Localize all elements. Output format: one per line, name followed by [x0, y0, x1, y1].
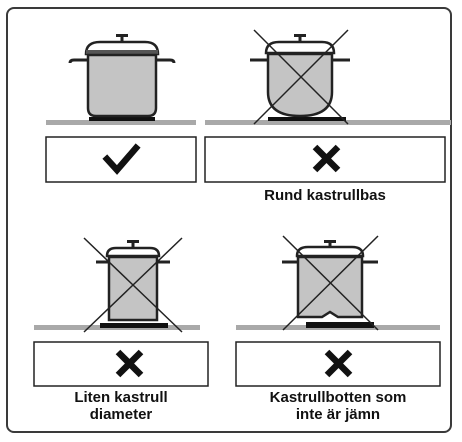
pot — [96, 240, 170, 322]
hob-surface — [205, 120, 451, 125]
panel-uneven-base — [235, 235, 441, 387]
cross-mark-icon — [312, 144, 341, 173]
caption-small-diameter: Liten kastrull diameter — [74, 389, 168, 423]
pot — [250, 34, 350, 118]
pot — [282, 240, 378, 319]
hob-surface — [46, 120, 196, 125]
hob-zone — [89, 117, 155, 121]
status-box — [33, 341, 209, 387]
cross-mark-icon — [115, 349, 144, 378]
pot — [68, 34, 176, 118]
cross-line — [83, 237, 183, 333]
cross-line — [253, 29, 349, 125]
figure-frame — [6, 7, 452, 433]
hob-zone — [100, 323, 168, 328]
status-box — [45, 136, 197, 183]
panel-correct — [45, 34, 197, 183]
cross-mark-icon — [324, 349, 353, 378]
caption-round-base: Rund kastrullbas — [264, 187, 386, 204]
panel-small-diameter — [33, 237, 209, 387]
hob-zone — [268, 117, 346, 121]
hob-zone — [306, 322, 374, 328]
check-mark-icon — [102, 143, 141, 175]
panel-round-base — [204, 29, 451, 183]
caption-uneven-base: Kastrullbotten som inte är jämn — [269, 389, 407, 423]
cross-line — [282, 235, 379, 331]
